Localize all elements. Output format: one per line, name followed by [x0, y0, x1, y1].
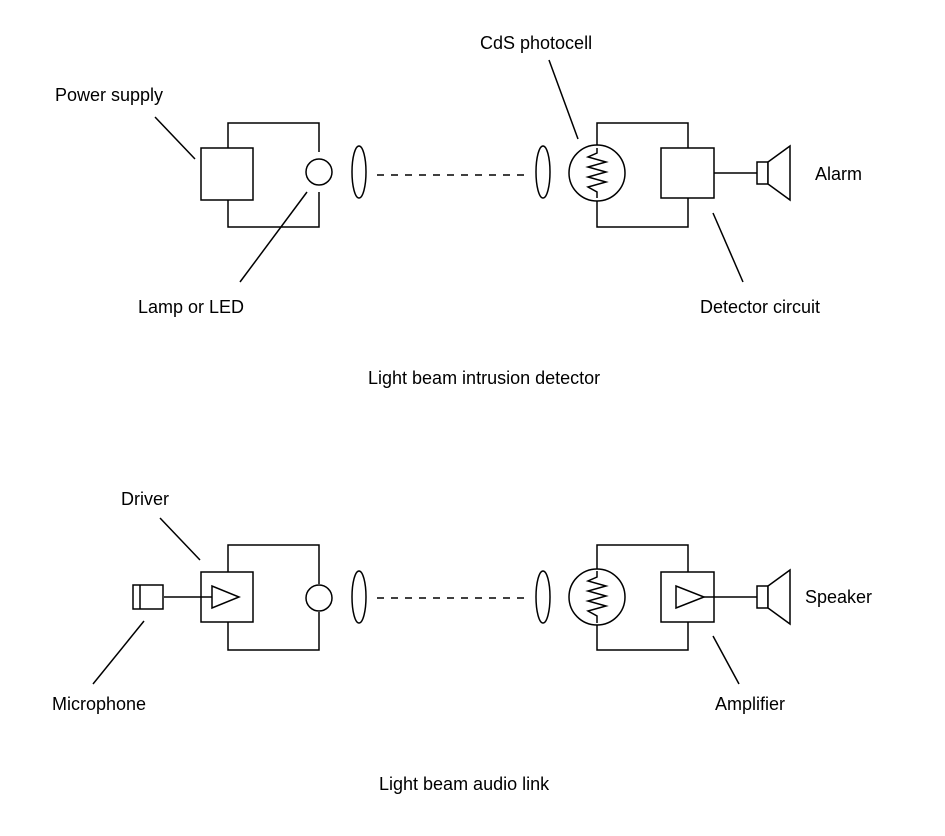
label-photocell: CdS photocell	[480, 33, 592, 53]
photocell-icon	[568, 144, 626, 202]
label-detector-circuit: Detector circuit	[700, 297, 820, 317]
transmitter-circuit	[200, 122, 333, 228]
leader-detector	[712, 212, 744, 283]
label-microphone: Microphone	[52, 694, 146, 714]
leader-lamp	[239, 191, 308, 283]
amplifier-circuit	[568, 544, 791, 651]
speaker-icon	[756, 568, 791, 626]
lens-icon	[535, 570, 551, 624]
power-supply-block	[200, 147, 254, 201]
caption-audio-link: Light beam audio link	[379, 774, 550, 794]
label-speaker: Speaker	[805, 587, 872, 607]
audio-link-diagram: Driver Microphone Amplifier Speaker Ligh…	[52, 489, 872, 794]
driver-circuit	[132, 544, 333, 651]
receiver-circuit	[568, 122, 791, 228]
label-driver: Driver	[121, 489, 169, 509]
amplifier-icon	[675, 584, 707, 610]
leader-amplifier	[712, 635, 740, 685]
label-lamp: Lamp or LED	[138, 297, 244, 317]
lens-icon	[351, 570, 367, 624]
intrusion-detector-diagram: Power supply Lamp or LED CdS photocell D…	[55, 33, 862, 388]
leader-driver	[159, 517, 201, 561]
leader-microphone	[92, 620, 145, 685]
light-beam	[351, 145, 551, 199]
label-alarm: Alarm	[815, 164, 862, 184]
lamp-icon	[305, 158, 333, 186]
caption-intrusion-detector: Light beam intrusion detector	[368, 368, 600, 388]
microphone-icon	[132, 584, 164, 610]
label-power-supply: Power supply	[55, 85, 163, 105]
light-beam-2	[351, 570, 551, 624]
lamp-icon	[305, 584, 333, 612]
photocell-icon	[568, 568, 626, 626]
speaker-icon	[756, 144, 791, 202]
detector-circuit-block	[660, 147, 715, 199]
leader-power-supply	[154, 116, 196, 160]
lens-icon	[351, 145, 367, 199]
lens-icon	[535, 145, 551, 199]
label-amplifier: Amplifier	[715, 694, 785, 714]
leader-photocell	[548, 59, 579, 140]
